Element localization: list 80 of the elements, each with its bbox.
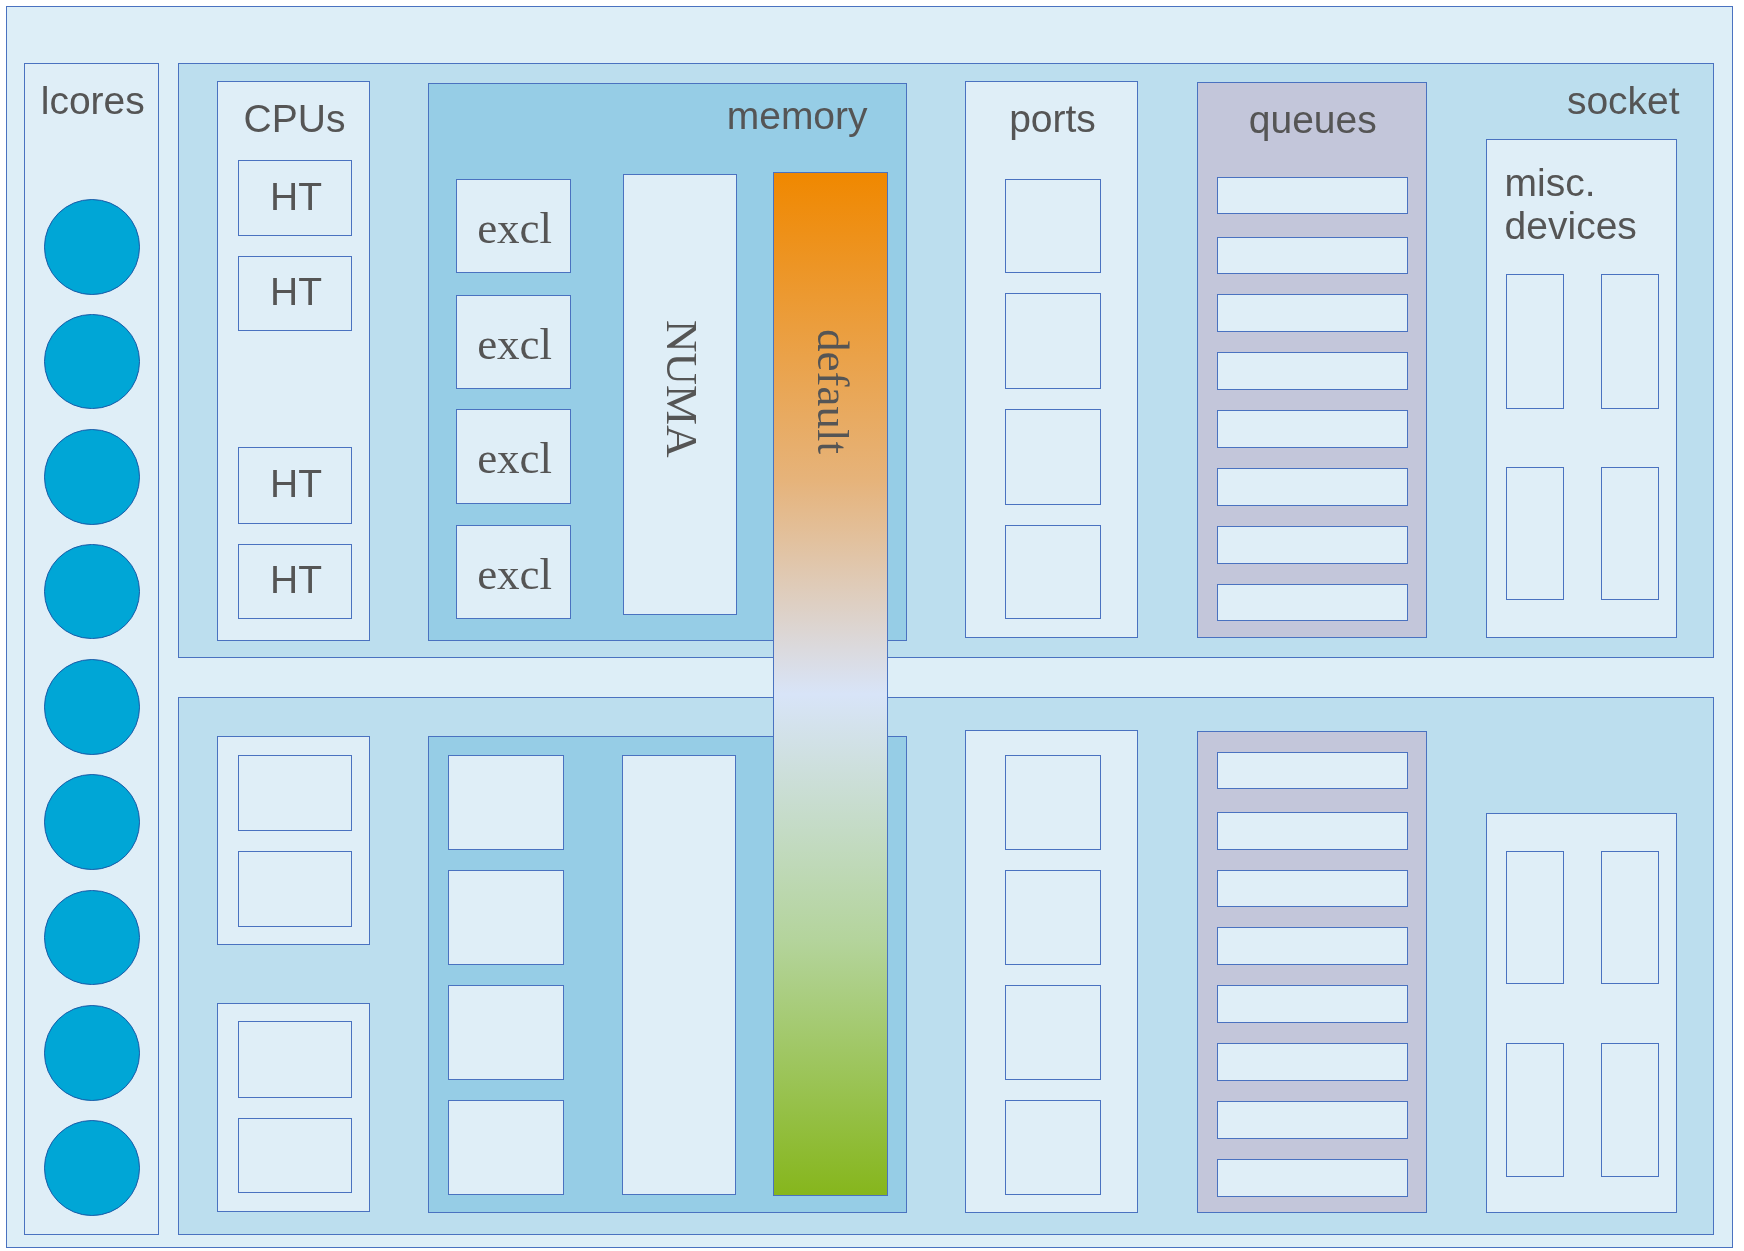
node-label: queues (1247, 98, 1378, 142)
group-panel (1196, 82, 1427, 639)
labeled-box (237, 159, 353, 236)
empty-box (448, 754, 564, 850)
queue-slot (1216, 410, 1408, 448)
queue-slot (1216, 583, 1408, 622)
labeled-box (455, 178, 572, 274)
queue-slot (1216, 751, 1408, 790)
labeled-box (455, 409, 572, 504)
labeled-box (455, 524, 572, 620)
empty-box (1505, 850, 1564, 985)
node-label: excl (476, 550, 554, 600)
group-panel (965, 81, 1138, 639)
labeled-box (622, 174, 738, 615)
empty-box (237, 1117, 353, 1194)
empty-box (1485, 812, 1678, 1214)
node-label: default (807, 329, 857, 455)
queue-slot (1216, 176, 1408, 215)
empty-box (1005, 524, 1101, 620)
node-label: excl (476, 204, 554, 254)
queue-slot (1216, 525, 1408, 564)
empty-box (1601, 274, 1660, 410)
queue-slot (1216, 236, 1408, 275)
queue-slot (1216, 869, 1408, 908)
empty-box (237, 1020, 353, 1098)
group-panel (24, 63, 160, 1235)
empty-box (1601, 850, 1660, 985)
group-panel (177, 63, 1714, 659)
node-label: HT (269, 271, 324, 315)
node-label: NUMA (656, 319, 707, 458)
labeled-box (237, 255, 353, 332)
empty-box (1601, 1043, 1660, 1177)
band-panel (177, 697, 1714, 1235)
labeled-box (237, 446, 353, 524)
node-label: socket (1566, 79, 1680, 123)
node-label: HT (269, 559, 324, 603)
queue-slot (1216, 352, 1408, 391)
empty-box (1005, 409, 1101, 505)
labeled-box (237, 543, 353, 620)
queue-slot (1216, 927, 1408, 966)
empty-box (1601, 466, 1660, 601)
gradient-bar (773, 172, 888, 1196)
queue-slot (1216, 294, 1408, 333)
empty-box (1505, 1043, 1564, 1177)
empty-box (237, 754, 353, 831)
empty-box (448, 869, 564, 966)
queue-slot (1216, 468, 1408, 506)
queue-slot (1216, 1158, 1408, 1197)
node-label: misc. devices (1504, 162, 1638, 248)
empty-box (1005, 1099, 1101, 1196)
empty-box (621, 754, 737, 1196)
empty-box (1196, 730, 1427, 1214)
empty-box (1005, 869, 1101, 966)
group-panel (216, 81, 371, 641)
empty-box (448, 1099, 564, 1196)
empty-box (448, 985, 564, 1080)
empty-box (1005, 755, 1101, 850)
queue-slot (1216, 985, 1408, 1023)
empty-box (216, 736, 371, 946)
empty-box (1005, 178, 1101, 274)
empty-box (965, 729, 1138, 1214)
empty-box (1505, 274, 1564, 410)
node-label: CPUs (242, 97, 347, 141)
group-panel (1485, 138, 1678, 639)
queue-slot (1216, 1043, 1408, 1081)
node-label: excl (476, 434, 554, 484)
empty-box (237, 850, 353, 928)
empty-box (1005, 293, 1101, 389)
labeled-box (455, 294, 572, 390)
queue-slot (1216, 1100, 1408, 1139)
node-label: memory (726, 95, 868, 139)
empty-box (216, 1003, 371, 1213)
queue-slot (1216, 811, 1408, 850)
empty-box (1505, 466, 1564, 601)
node-label: HT (269, 175, 324, 219)
node-label: ports (1008, 97, 1097, 141)
node-label: excl (476, 319, 554, 370)
node-label: lcores (39, 79, 146, 123)
empty-box (1005, 985, 1101, 1080)
node-label: HT (269, 463, 324, 507)
